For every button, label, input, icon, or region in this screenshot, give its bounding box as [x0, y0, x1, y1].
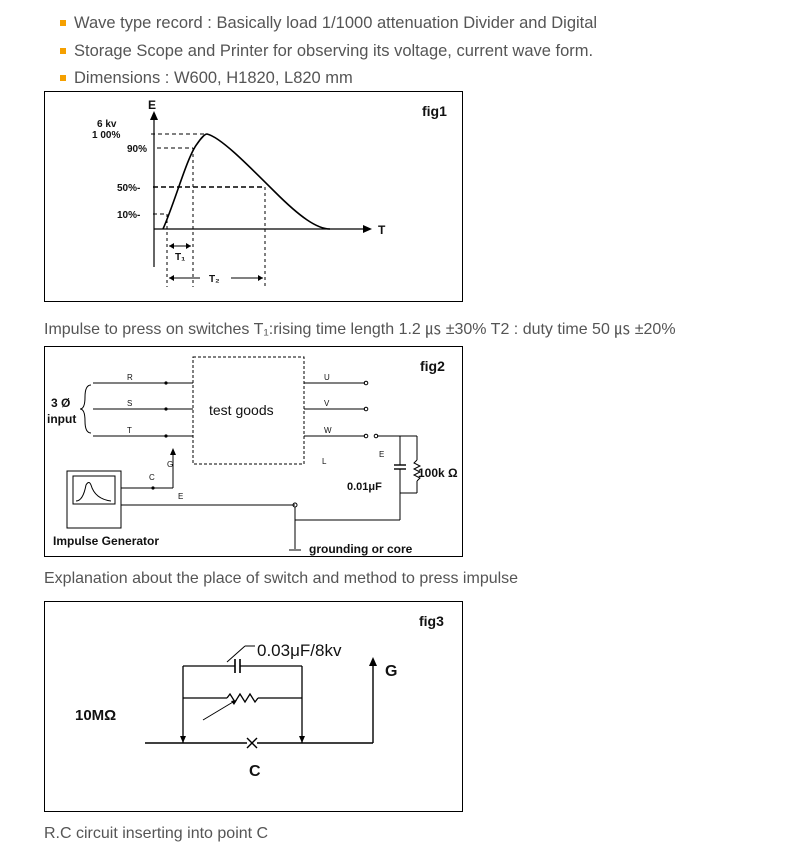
- fig1-label: fig1: [422, 103, 447, 119]
- test-circuit-diagram: fig2 test goods R S T 3 Ø input U V W L …: [47, 356, 458, 556]
- level-100-label: 1 00%: [92, 130, 120, 141]
- node-t: [164, 434, 168, 438]
- bullet-icon: [60, 47, 66, 54]
- input-label: input: [47, 412, 76, 426]
- right-arrow-icon: [299, 736, 305, 743]
- output-w-label: W: [324, 426, 332, 435]
- resistor-symbol: [412, 459, 422, 482]
- bullet-icon: [60, 75, 66, 81]
- caption-fig3: R.C circuit inserting into point C: [44, 825, 269, 842]
- input-brace: [79, 384, 92, 434]
- g-arrow-icon: [170, 448, 176, 455]
- g-label: G: [385, 663, 397, 680]
- e-arrow-icon: [150, 111, 158, 120]
- figure-2: fig2 test goods R S T 3 Ø input U V W L …: [44, 346, 463, 557]
- t2-arrow-left-icon: [169, 275, 174, 281]
- t1-arrow-left-icon: [169, 243, 174, 249]
- t-arrow-icon: [363, 225, 372, 233]
- phase-s-label: S: [127, 399, 132, 408]
- phase-label: 3 Ø: [51, 396, 70, 410]
- ground-label: grounding or core: [309, 542, 413, 556]
- terminal-u: [363, 380, 369, 386]
- figure-1: fig1 E T 6 kv 1 00% 90% 50%- 10%- T₁ T₂: [44, 91, 463, 302]
- res-variable-arrow: [202, 701, 234, 721]
- c-label: C: [149, 473, 155, 482]
- node-r: [164, 381, 168, 385]
- t2-arrow-right-icon: [258, 275, 263, 281]
- caption-fig2: Explanation about the place of switch an…: [44, 570, 519, 587]
- e-gen-label: E: [178, 492, 183, 501]
- t-axis-label: T: [378, 223, 386, 237]
- terminal-v: [363, 406, 369, 412]
- node-c: [151, 486, 155, 490]
- level-90-label: 90%: [127, 144, 147, 155]
- phase-t-label: T: [127, 426, 132, 435]
- spec-item: Dimensions : W600, H1820, L820 mm: [58, 65, 597, 93]
- level-10-label: 10%-: [117, 210, 140, 221]
- resistance-label: 10MΩ: [75, 707, 116, 724]
- kv-label: 6 kv: [97, 119, 117, 130]
- e-output-label: E: [379, 450, 384, 459]
- terminal-e: [373, 433, 379, 439]
- spec-text: Storage Scope and Printer for observing …: [74, 41, 594, 60]
- spec-item: Wave type record : Basically load 1/1000…: [58, 10, 597, 38]
- level-50-label: 50%-: [117, 183, 140, 194]
- fig3-label: fig3: [419, 613, 444, 629]
- terminal-w: [363, 433, 369, 439]
- t1-arrow-right-icon: [186, 243, 191, 249]
- resistor-symbol: [226, 692, 259, 704]
- phase-r-label: R: [127, 373, 133, 382]
- test-goods-label: test goods: [209, 402, 274, 418]
- pulse-waveform-icon: [75, 482, 112, 502]
- resistance-label: 100k Ω: [418, 466, 458, 480]
- g-label: G: [167, 460, 173, 469]
- impulse-generator-box: [66, 470, 122, 529]
- capacitance-label: 0.01μF: [347, 481, 382, 493]
- impulse-generator-label: Impulse Generator: [53, 534, 159, 548]
- output-l-label: L: [322, 457, 327, 466]
- e-axis-label: E: [148, 98, 156, 112]
- point-c-mark-b: [246, 737, 258, 749]
- impulse-waveform-diagram: fig1 E T 6 kv 1 00% 90% 50%- 10%- T₁ T₂: [92, 98, 447, 287]
- output-v-label: V: [324, 399, 330, 408]
- left-arrow-icon: [180, 736, 186, 743]
- t1-label: T₁: [175, 252, 185, 263]
- figure-3: fig3 C G 0.03μF/8kv 10MΩ: [44, 601, 463, 812]
- bullet-icon: [60, 20, 66, 26]
- capacitor-value-label: 0.03μF/8kv: [257, 641, 342, 660]
- node-s: [164, 407, 168, 411]
- rc-circuit-diagram: fig3 C G 0.03μF/8kv 10MΩ: [75, 613, 444, 780]
- generator-screen: [72, 475, 116, 505]
- c-label: C: [249, 763, 261, 780]
- spec-list: Wave type record : Basically load 1/1000…: [58, 10, 597, 93]
- spec-text: Wave type record : Basically load 1/1000…: [74, 14, 598, 32]
- t2-label: T₂: [209, 274, 220, 285]
- spec-item: Storage Scope and Printer for observing …: [58, 38, 597, 66]
- output-u-label: U: [324, 373, 330, 382]
- cap-variable-arrow: [226, 645, 246, 663]
- impulse-curve: [162, 133, 331, 230]
- test-goods-box: [192, 356, 305, 465]
- caption-fig1: Impulse to press on switches T₁:rising t…: [44, 321, 676, 338]
- fig2-label: fig2: [420, 358, 445, 374]
- g-arrow-icon: [369, 657, 377, 666]
- res-arrow-head-icon: [231, 700, 237, 705]
- spec-text: Dimensions : W600, H1820, L820 mm: [74, 69, 353, 87]
